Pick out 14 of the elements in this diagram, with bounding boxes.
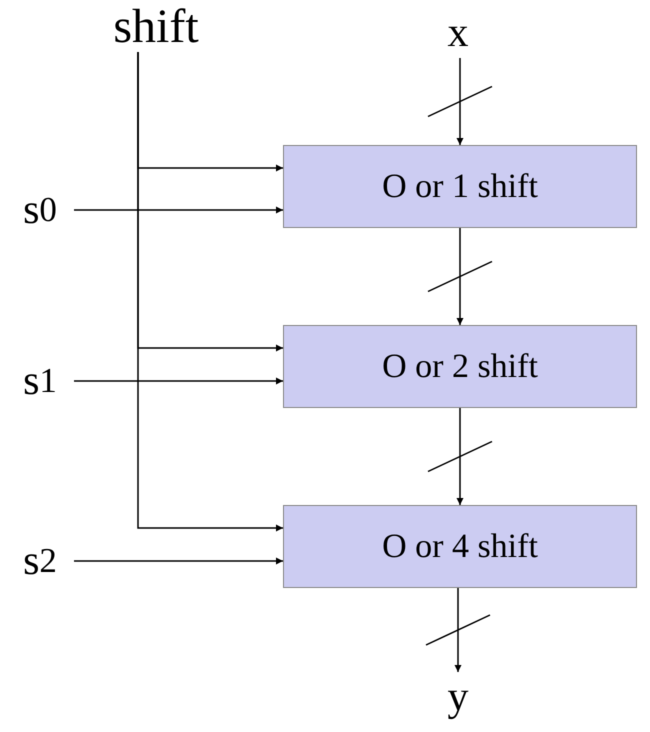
arrow — [456, 408, 464, 505]
arrow — [74, 558, 283, 564]
shifter-block: O or 1 shift — [283, 145, 637, 228]
arrow — [74, 378, 283, 384]
shifter-block: O or 2 shift — [283, 325, 637, 408]
arrow — [454, 588, 462, 672]
arrow — [456, 58, 464, 145]
input-label: x — [438, 8, 478, 58]
signal-label: shift — [95, 0, 217, 52]
arrow — [74, 206, 283, 214]
arrow — [456, 228, 464, 325]
output-label: y — [438, 672, 478, 722]
arrow — [137, 52, 283, 532]
shifter-block: O or 4 shift — [283, 505, 637, 588]
